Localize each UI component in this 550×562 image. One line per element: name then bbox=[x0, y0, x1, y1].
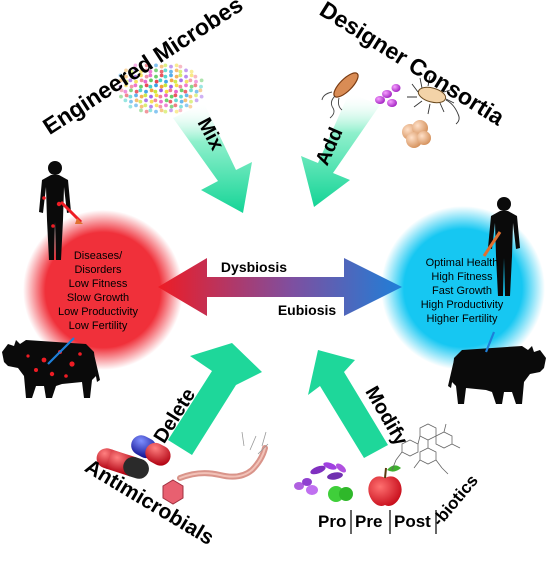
capsule-icon bbox=[96, 435, 171, 479]
eubiosis-state-item: High Productivity bbox=[421, 299, 504, 311]
delete-arrow bbox=[168, 343, 262, 455]
dysbiosis-state-list: Diseases/ Disorders Low Fitness Slow Gro… bbox=[58, 250, 139, 332]
engineered-microbes-label: Engineered Microbes bbox=[38, 0, 247, 140]
modify-arrow bbox=[308, 350, 388, 458]
dysbiosis-state-item: Low Productivity bbox=[58, 306, 139, 318]
dysbiosis-state-item: Slow Growth bbox=[67, 292, 129, 304]
dysbiosis-state-item: Diseases/ bbox=[74, 250, 123, 262]
pro-label: Pro bbox=[318, 512, 346, 531]
biotics-label: Pro Pre Post -biotics bbox=[318, 471, 482, 534]
dysbiosis-state-item: Low Fitness bbox=[69, 278, 128, 290]
pre-label: Pre bbox=[355, 512, 382, 531]
mix-arrow bbox=[173, 103, 252, 213]
biotics-suffix-label: -biotics bbox=[429, 471, 482, 530]
eubiosis-state-item: Fast Growth bbox=[432, 285, 492, 297]
add-arrow bbox=[301, 93, 380, 207]
human-silhouette-icon-right bbox=[482, 197, 520, 296]
eubiosis-state-item: High Fitness bbox=[431, 271, 493, 283]
dysbiosis-glow bbox=[23, 210, 183, 370]
dysbiosis-state-item: Low Fertility bbox=[69, 320, 128, 332]
eubiosis-state-item: Optimal Health bbox=[426, 257, 499, 269]
dysbiosis-eubiosis-arrow bbox=[158, 258, 402, 316]
dotted-microbe-cluster-icon bbox=[118, 63, 204, 114]
dysbiosis-state-item: Disorders bbox=[74, 264, 122, 276]
molecule-icon bbox=[391, 423, 461, 475]
eubiosis-label: Eubiosis bbox=[278, 302, 337, 318]
antimicrobials-label: Antimicrobials bbox=[81, 455, 218, 550]
phage-icon bbox=[162, 431, 269, 505]
bacteria-icon bbox=[321, 72, 460, 148]
dysbiosis-label: Dysbiosis bbox=[221, 259, 287, 275]
eubiosis-state-item: Higher Fertility bbox=[427, 313, 498, 325]
cow-silhouette-icon-left bbox=[2, 337, 100, 398]
probiotic-microbes-icon bbox=[294, 462, 353, 502]
cow-silhouette-icon-right bbox=[448, 331, 546, 404]
human-silhouette-icon-left bbox=[39, 161, 83, 260]
post-label: Post bbox=[394, 512, 431, 531]
eubiosis-state-list: Optimal Health High Fitness Fast Growth … bbox=[421, 257, 504, 325]
apple-icon bbox=[368, 465, 402, 506]
